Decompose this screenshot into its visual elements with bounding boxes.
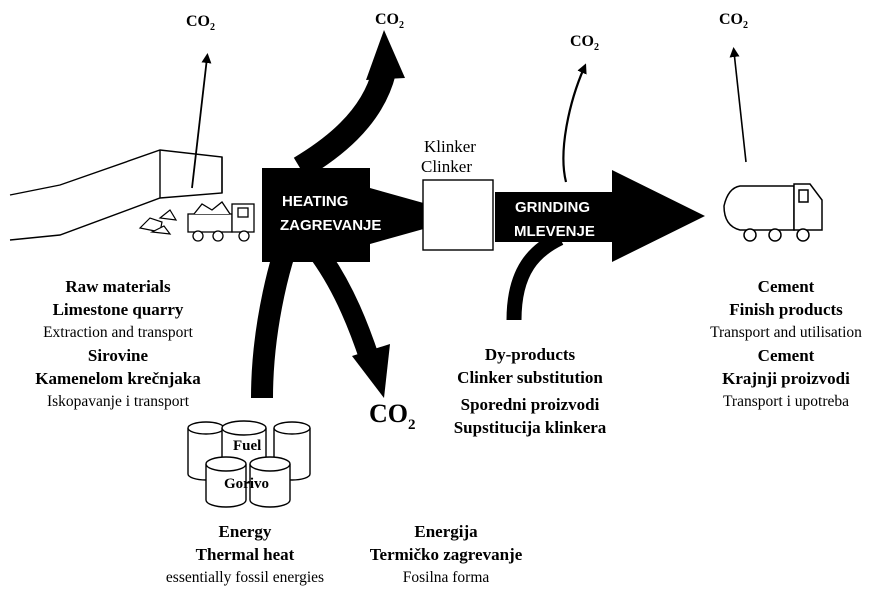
fuel-co2-label: CO2 xyxy=(369,399,416,433)
caption-line: Raw materials xyxy=(65,277,171,296)
caption-line: Energija xyxy=(414,522,478,541)
quarry-illustration xyxy=(9,149,223,241)
heating-arrow xyxy=(262,168,470,262)
clinker-label-en: Clinker xyxy=(421,157,472,176)
byproducts-caption: Dy-products Clinker substitution Sporedn… xyxy=(420,343,640,439)
heating-co2-arrow xyxy=(293,30,405,179)
heating-co2-label: CO2 xyxy=(375,11,404,31)
caption-line: Sirovine xyxy=(87,346,149,365)
caption-line: Supstitucija klinkera xyxy=(453,418,607,437)
caption-line: Sporedni proizvodi xyxy=(460,395,600,414)
caption-line: Dy-products xyxy=(484,345,576,364)
grinding-co2-arrow xyxy=(562,63,587,183)
quarry-truck-icon xyxy=(187,201,255,242)
clinker-box xyxy=(422,179,494,251)
grinding-arrow xyxy=(495,170,705,262)
quarry-co2-arrow xyxy=(191,53,212,189)
caption-line: Clinker substitution xyxy=(457,368,603,387)
rocks-icon xyxy=(138,209,178,235)
grinding-co2-label: CO2 xyxy=(570,33,599,53)
raw-materials-caption: Raw materials Limestone quarry Extractio… xyxy=(0,275,236,413)
cement-truck-icon xyxy=(723,183,823,242)
clinker-label-sr: Klinker xyxy=(424,137,476,156)
caption-line: Kamenelom krečnjaka xyxy=(35,369,201,388)
caption-line: Cement xyxy=(757,346,815,365)
fuel-drums-icon xyxy=(187,420,311,508)
fuel-drum-label: Fuel xyxy=(233,438,261,454)
caption-line: Extraction and transport xyxy=(43,324,193,341)
energy-caption: Energy Thermal heat essentially fossil e… xyxy=(140,520,350,589)
caption-line: Limestone quarry xyxy=(52,300,184,319)
energija-caption: Energija Termičko zagrevanje Fosilna for… xyxy=(340,520,552,589)
cement-caption: Cement Finish products Transport and uti… xyxy=(694,275,878,413)
cement-co2-arrow xyxy=(729,47,747,163)
caption-line: Finish products xyxy=(729,300,843,319)
caption-line: essentially fossil energies xyxy=(165,569,325,586)
caption-line: Transport and utilisation xyxy=(710,324,862,341)
clinker-label: Klinker Clinker xyxy=(421,137,476,177)
gorivo-drum-label: Gorivo xyxy=(224,476,269,492)
caption-line: Transport i upotreba xyxy=(723,393,849,410)
fuel-co2-arrow xyxy=(311,249,390,398)
caption-line: Cement xyxy=(757,277,815,296)
caption-line: Thermal heat xyxy=(195,545,295,564)
caption-line: Krajnji proizvodi xyxy=(722,369,850,388)
caption-line: Iskopavanje i transport xyxy=(46,393,190,410)
caption-line: Termičko zagrevanje xyxy=(369,545,523,564)
quarry-co2-label: CO2 xyxy=(186,13,215,33)
caption-line: Fosilna forma xyxy=(402,569,490,586)
cement-co2-label: CO2 xyxy=(719,11,748,31)
caption-line: Energy xyxy=(218,522,272,541)
byproducts-arrow xyxy=(506,231,564,321)
